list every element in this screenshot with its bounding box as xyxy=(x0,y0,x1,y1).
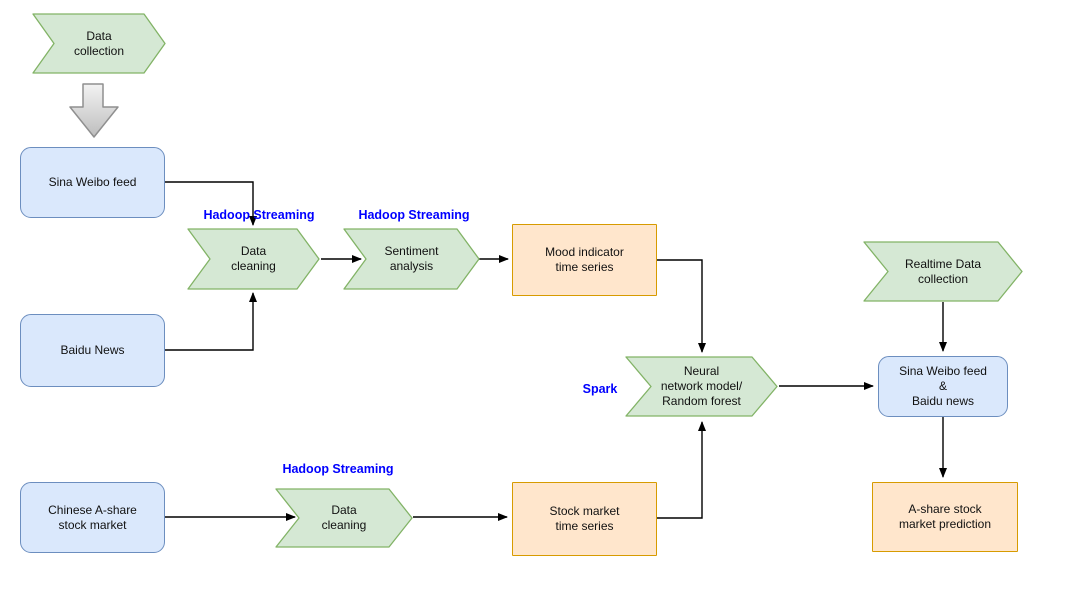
chevron-shape xyxy=(275,488,413,548)
node-baidu-news: Baidu News xyxy=(20,314,165,387)
edge-mood-indicator-to-model xyxy=(657,259,706,353)
node-label: Data collection xyxy=(73,28,125,58)
down-block-arrow-icon xyxy=(69,83,119,138)
node-realtime-data-collection: Realtime Data collection xyxy=(863,241,1023,302)
node-label: Chinese A-share stock market xyxy=(48,502,137,532)
node-mood-indicator-time-series: Mood indicator time series xyxy=(512,224,657,296)
node-sina-baidu-combined-feed: Sina Weibo feed & Baidu news xyxy=(878,356,1008,417)
node-stock-market-time-series: Stock market time series xyxy=(512,482,657,556)
chevron-shape xyxy=(32,13,166,74)
node-label: Sina Weibo feed xyxy=(48,175,137,189)
node-label: Stock market time series xyxy=(549,504,620,533)
node-label: Realtime Data collection xyxy=(904,256,982,286)
annotation-hadoop-streaming-1: Hadoop Streaming xyxy=(203,208,315,222)
node-label: Data cleaning xyxy=(321,503,367,532)
node-a-share-prediction: A-share stock market prediction xyxy=(872,482,1018,552)
node-label: Sentiment analysis xyxy=(384,244,439,273)
chevron-shape xyxy=(187,228,320,290)
chevron-shape xyxy=(343,228,480,290)
chevron-shape xyxy=(863,241,1023,302)
node-label: Data cleaning xyxy=(231,244,276,273)
annotation-spark: Spark xyxy=(582,382,618,396)
annotation-hadoop-streaming-3: Hadoop Streaming xyxy=(282,462,394,476)
node-data-cleaning-2: Data cleaning xyxy=(275,488,413,548)
chevron-shape xyxy=(625,356,778,417)
node-sina-weibo-feed: Sina Weibo feed xyxy=(20,147,165,218)
edge-stock-ts-to-model xyxy=(657,421,706,519)
node-neural-network-model: Neural network model/ Random forest xyxy=(625,356,778,417)
node-label: Sina Weibo feed & Baidu news xyxy=(899,364,987,408)
node-chinese-a-share-market: Chinese A-share stock market xyxy=(20,482,165,553)
node-data-collection: Data collection xyxy=(32,13,166,74)
node-label: A-share stock market prediction xyxy=(898,502,992,531)
node-data-cleaning-1: Data cleaning xyxy=(187,228,320,290)
node-label: Neural network model/ Random forest xyxy=(660,364,743,408)
node-label: Baidu News xyxy=(60,343,125,357)
edge-baidu-news-to-data-cleaning xyxy=(165,292,257,351)
node-sentiment-analysis: Sentiment analysis xyxy=(343,228,480,290)
node-label: Mood indicator time series xyxy=(545,245,624,274)
annotation-hadoop-streaming-2: Hadoop Streaming xyxy=(358,208,470,222)
